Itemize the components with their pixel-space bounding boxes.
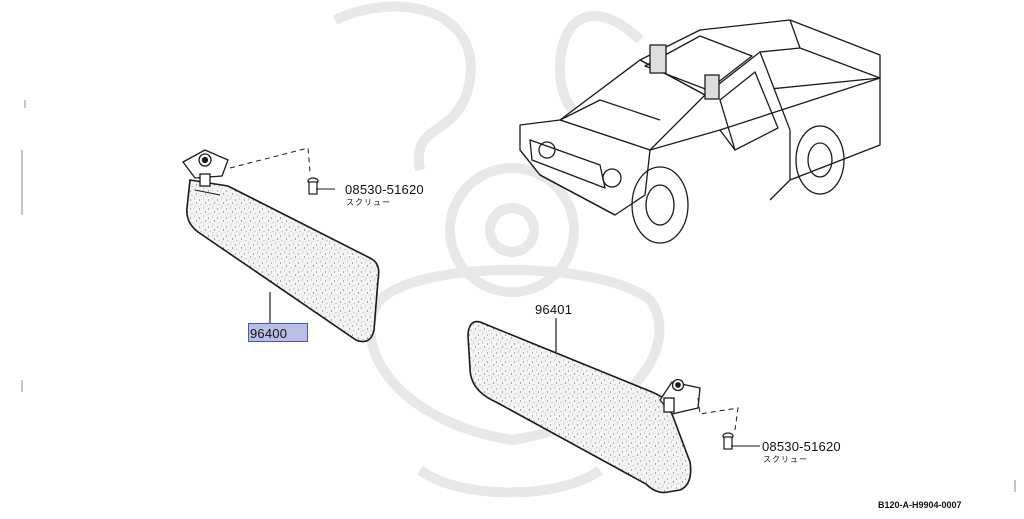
part-number-screw-right[interactable]: 08530-51620 (762, 439, 841, 454)
part-subtitle-screw-left: スクリュー (346, 198, 391, 207)
part-number-screw-left[interactable]: 08530-51620 (345, 182, 424, 197)
margin-marks (21, 100, 1016, 492)
truck-illustration (519, 19, 881, 244)
install-line-left (229, 147, 311, 173)
part-label-highlight[interactable] (248, 323, 308, 342)
watermark-emblem (332, 1, 665, 498)
figure-code: B120-A-H9904-0007 (878, 500, 962, 510)
visor-hinge-right (659, 378, 701, 415)
screw-right-icon (722, 432, 760, 450)
part-subtitle-screw-right: スクリュー (763, 455, 808, 464)
visor-hinge-left (182, 149, 229, 187)
sun-visor-left (186, 179, 380, 343)
part-number-96401[interactable]: 96401 (535, 302, 573, 317)
screw-left-icon (307, 177, 335, 195)
install-line-right (697, 397, 739, 431)
part-number-96400[interactable]: 96400 (250, 326, 288, 341)
